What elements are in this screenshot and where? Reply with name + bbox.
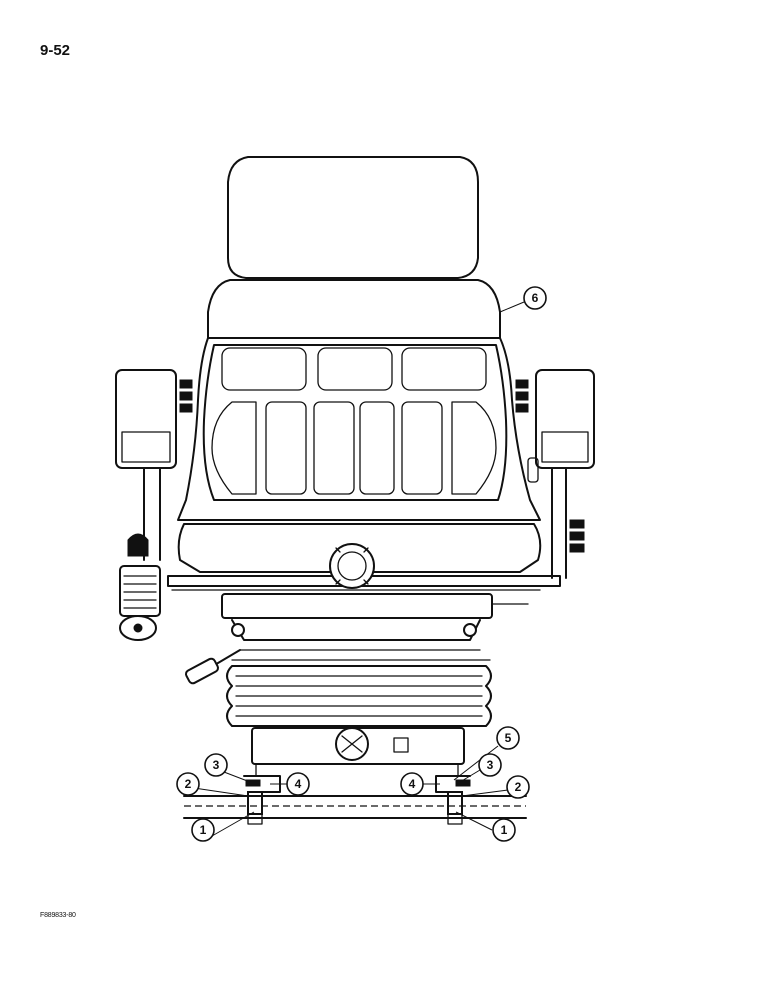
adjustment-knob-upper — [329, 543, 375, 589]
figure-code: F889833-80 — [40, 912, 76, 919]
callout-3-left-label: 3 — [213, 758, 220, 772]
callout-1-left-label: 1 — [200, 823, 207, 837]
backrest-panel — [177, 337, 541, 521]
callout-5-label: 5 — [505, 731, 512, 745]
callout-5: 5 — [496, 726, 520, 750]
right-armrest — [515, 369, 595, 579]
mounting-brackets — [243, 775, 471, 825]
callout-1-left: 1 — [191, 818, 215, 842]
callout-4-left: 4 — [286, 772, 310, 796]
upper-backrest — [207, 279, 501, 339]
suspension-bellows — [226, 665, 492, 727]
callout-4-right: 4 — [400, 772, 424, 796]
callout-3-right: 3 — [478, 753, 502, 777]
callout-1-right-label: 1 — [501, 823, 508, 837]
headrest — [227, 156, 479, 279]
suspension-linkage — [184, 619, 491, 685]
callout-2-right-label: 2 — [515, 780, 522, 794]
callout-2-left-label: 2 — [185, 777, 192, 791]
callout-6: 6 — [523, 286, 547, 310]
left-armrest — [115, 369, 193, 561]
callout-1-right: 1 — [492, 818, 516, 842]
page-number: 9-52 — [40, 42, 71, 59]
floor-rail — [183, 795, 527, 819]
callout-3-left: 3 — [204, 753, 228, 777]
callout-4-right-label: 4 — [409, 777, 416, 791]
seat-base — [251, 727, 465, 777]
callout-4-left-label: 4 — [295, 777, 302, 791]
left-side-mechanism — [119, 533, 161, 641]
callout-2-right: 2 — [506, 775, 530, 799]
callout-6-label: 6 — [532, 291, 539, 305]
callout-2-left: 2 — [176, 772, 200, 796]
callout-3-right-label: 3 — [487, 758, 494, 772]
leader-lines — [193, 301, 525, 837]
seat-cushion — [167, 523, 561, 619]
